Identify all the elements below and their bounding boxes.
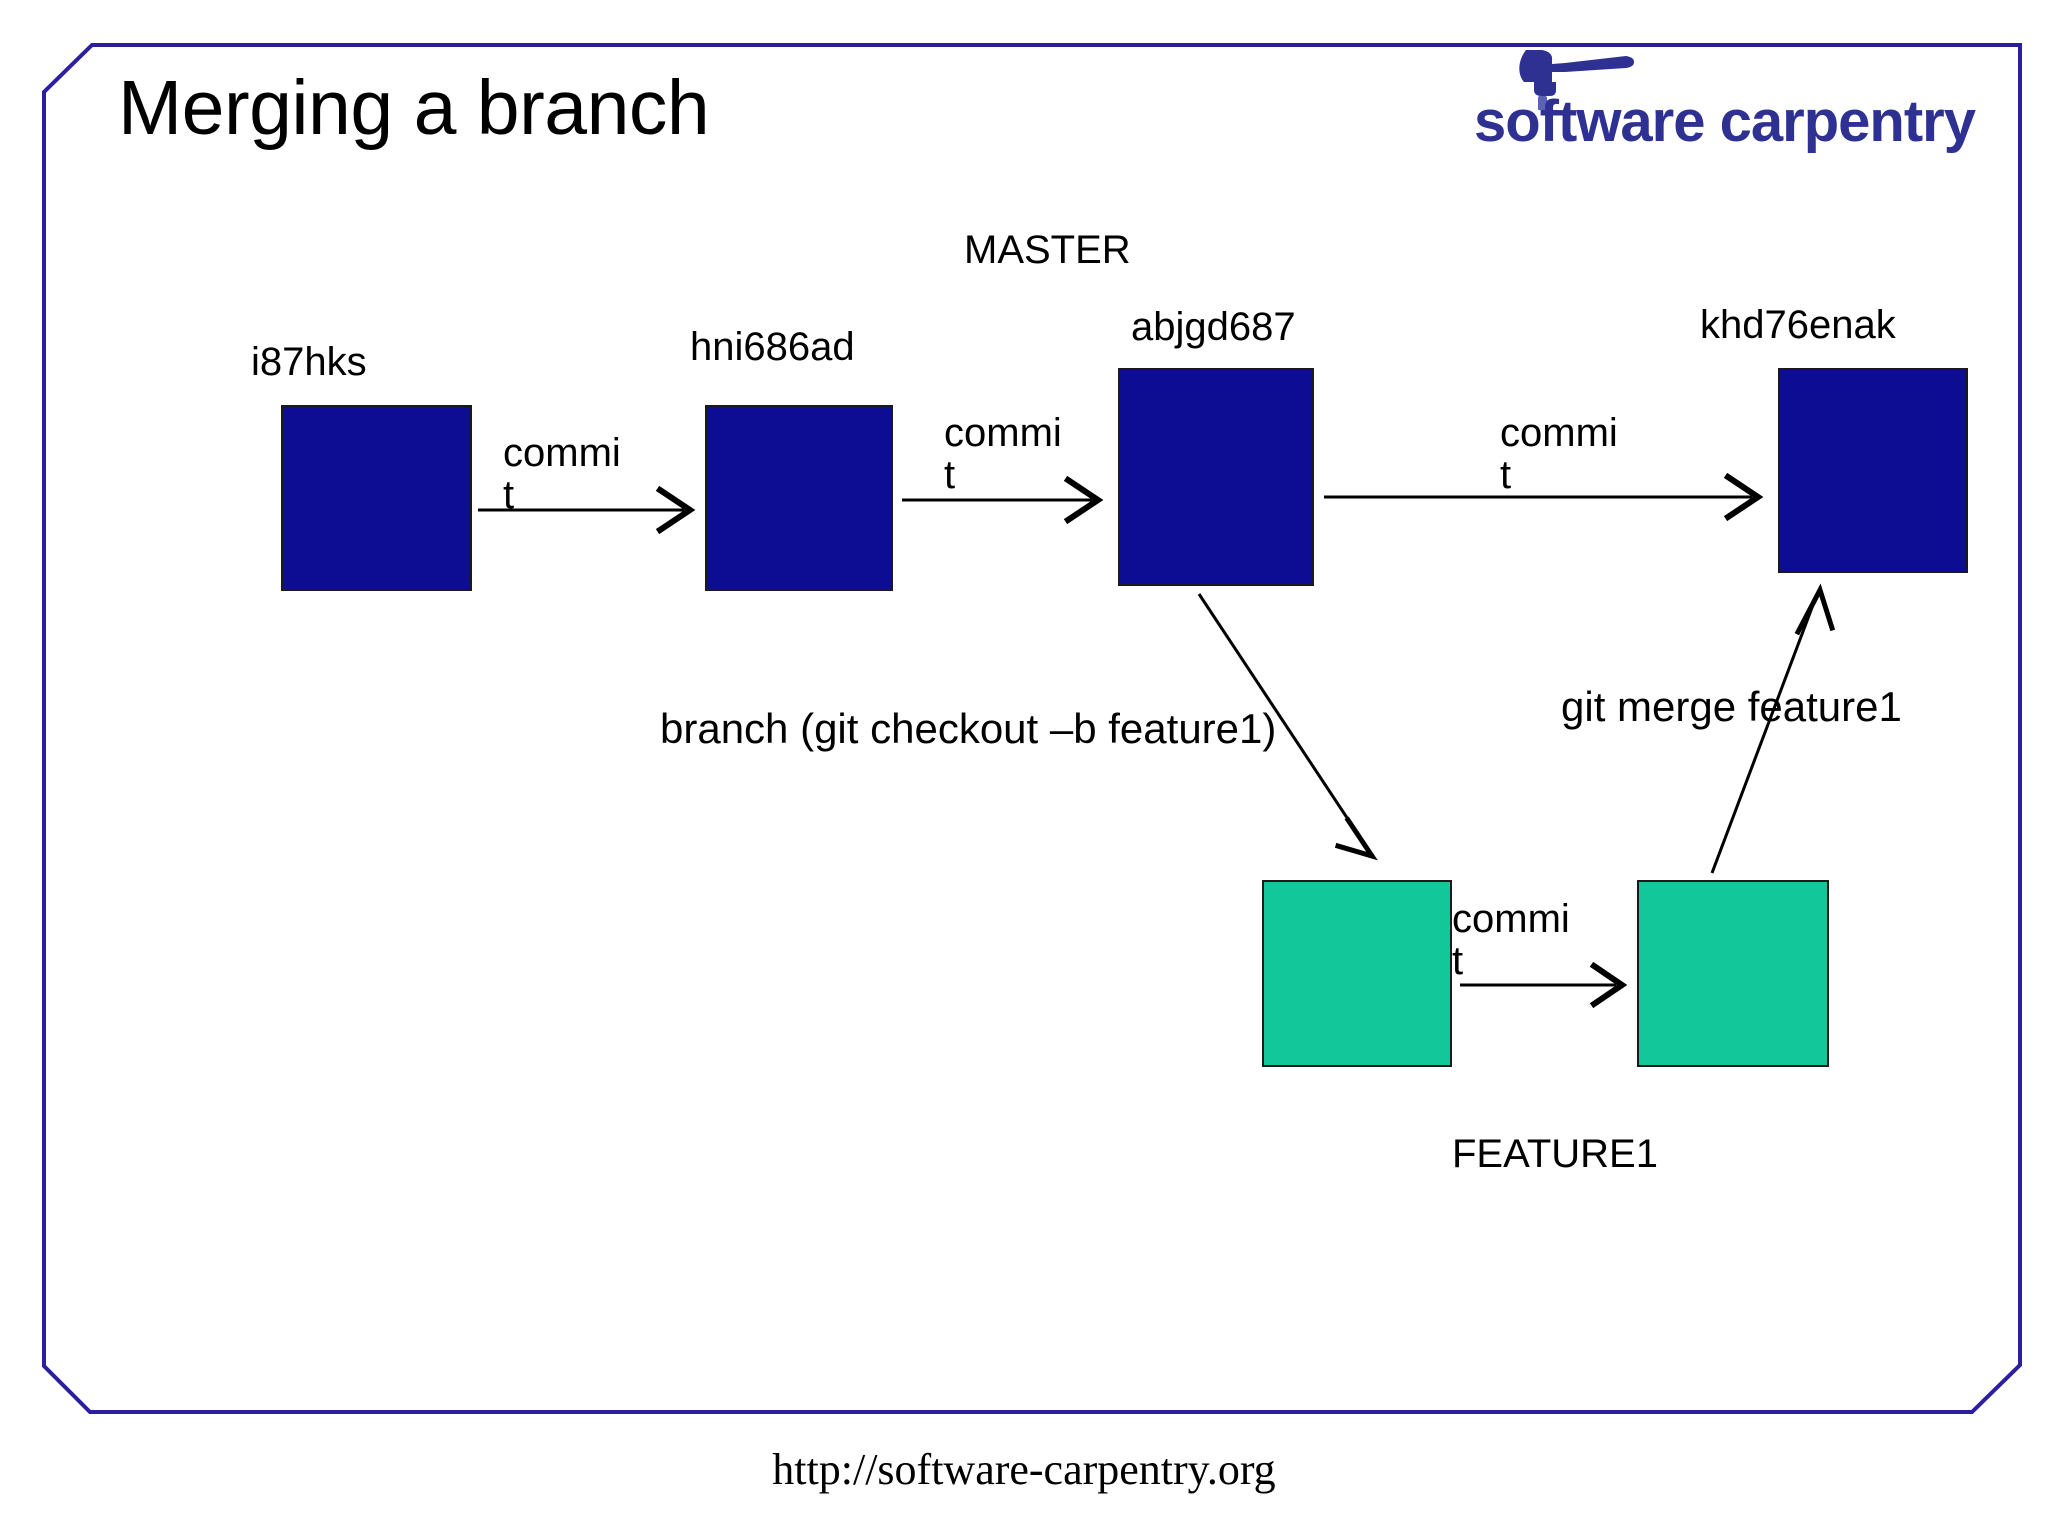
commit-node-khd76enak[interactable] (1778, 368, 1968, 573)
commit-arrow-label-4: commit (1452, 897, 1570, 983)
logo: software carpentry (1466, 48, 2006, 154)
feature-commit-node-2[interactable] (1637, 880, 1829, 1067)
commit-label-abjgd687: abjgd687 (1131, 305, 1296, 349)
commit-arrow-label-1: commit (503, 431, 621, 517)
arrow-merge (1710, 596, 1818, 874)
logo-wordmark: software carpentry (1474, 89, 1976, 154)
commit-label-hni686ad: hni686ad (690, 325, 855, 369)
commit-label-khd76enak: khd76enak (1700, 303, 1896, 347)
commit-node-hni686ad[interactable] (705, 405, 893, 591)
commit-label-i87hks: i87hks (251, 340, 367, 384)
hammer-icon (1519, 50, 1634, 110)
feature-commit-node-1[interactable] (1262, 880, 1452, 1067)
footer-url[interactable]: http://software-carpentry.org (772, 1445, 1276, 1494)
commit-arrow-label-3: commit (1500, 411, 1618, 497)
merge-annotation: git merge feature1 (1561, 683, 1902, 730)
page-title: Merging a branch (118, 65, 710, 151)
feature-branch-label: FEATURE1 (1452, 1132, 1658, 1176)
commit-arrow-label-2: commit (944, 411, 1062, 497)
commit-node-abjgd687[interactable] (1118, 368, 1314, 586)
master-branch-label: MASTER (964, 228, 1131, 272)
commit-node-i87hks[interactable] (281, 405, 472, 591)
branch-annotation: branch (git checkout –b feature1) (660, 705, 1277, 752)
